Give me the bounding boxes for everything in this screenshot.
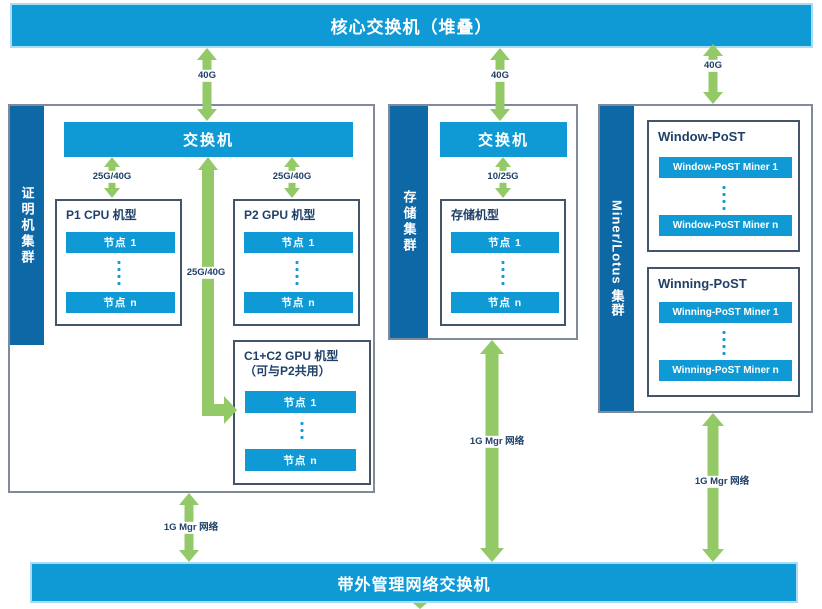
link-core-miner-arrow: [703, 44, 723, 104]
c1c2-node-last: 节点 n: [245, 449, 356, 471]
window-post-miner-last: Window-PoST Miner n: [659, 215, 792, 236]
winning-post-miner-last: Winning-PoST Miner n: [659, 360, 792, 381]
ellipsis-dots: [501, 261, 505, 285]
p1-node-last: 节点 n: [66, 292, 175, 313]
c1c2-node-first: 节点 1: [245, 391, 356, 413]
storage-node-last: 节点 n: [451, 292, 559, 313]
ellipsis-dots: [722, 186, 725, 210]
ellipsis-dots: [722, 331, 725, 355]
cluster-proving-label: 证明机集群: [19, 185, 35, 266]
p1-cpu-box: P1 CPU 机型 节点 1 节点 n: [55, 199, 182, 326]
cluster-storage-label: 存储集群: [401, 190, 417, 254]
winning-post-miner-first: Winning-PoST Miner 1: [659, 302, 792, 323]
oob-mgmt-switch-label: 带外管理网络交换机: [337, 576, 491, 594]
core-switch-bar: 核心交换机（堆叠）: [10, 3, 813, 48]
link-label-switch-p2: 25G/40G: [270, 170, 314, 184]
storage-node-first: 节点 1: [451, 232, 559, 253]
cluster-miner-sidebar: Miner/Lotus 集群: [600, 106, 634, 411]
storage-machine-title: 存储机型: [451, 208, 500, 222]
window-post-box: Window-PoST Window-PoST Miner 1 Window-P…: [647, 120, 800, 252]
p1-cpu-title: P1 CPU 机型: [66, 208, 137, 222]
ellipsis-dots: [300, 422, 304, 439]
ellipsis-dots: [295, 261, 298, 285]
c1c2-gpu-title: C1+C2 GPU 机型 （可与P2共用）: [244, 349, 339, 378]
proving-switch-label: 交换机: [182, 132, 234, 149]
p2-node-first: 节点 1: [244, 232, 353, 253]
cluster-proving: 证明机集群 交换机 P1 CPU 机型 节点 1 节点 n P2 GPU 机型 …: [8, 104, 375, 493]
winning-post-box: Winning-PoST Winning-PoST Miner 1 Winnin…: [647, 267, 800, 397]
link-label-core-proving: 40G: [196, 69, 218, 83]
storage-switch-label: 交换机: [477, 132, 529, 149]
cluster-miner-lotus: Miner/Lotus 集群 Window-PoST Window-PoST M…: [598, 104, 813, 413]
p2-node-last: 节点 n: [244, 292, 353, 313]
winning-post-title: Winning-PoST: [658, 276, 747, 291]
cluster-storage-sidebar: 存储集群: [390, 106, 428, 338]
p2-gpu-title: P2 GPU 机型: [244, 208, 316, 222]
storage-machine-box: 存储机型 节点 1 节点 n: [440, 199, 566, 326]
storage-switch-bar: 交换机: [440, 122, 567, 157]
clipped-arrow-stub: [413, 603, 427, 609]
link-label-core-storage: 40G: [489, 69, 511, 83]
link-label-mgr-miner: 1G Mgr 网络: [692, 475, 752, 489]
core-switch-label: 核心交换机（堆叠）: [330, 18, 493, 37]
oob-mgmt-switch-bar: 带外管理网络交换机: [30, 562, 798, 603]
ellipsis-dots: [117, 261, 120, 285]
p2-gpu-box: P2 GPU 机型 节点 1 节点 n: [233, 199, 360, 326]
link-label-mgr-proving: 1G Mgr 网络: [161, 521, 221, 535]
cluster-proving-sidebar: 证明机集群: [10, 106, 44, 345]
link-label-core-miner: 40G: [702, 59, 724, 73]
link-label-switch-p1: 25G/40G: [90, 170, 134, 184]
p1-node-first: 节点 1: [66, 232, 175, 253]
cluster-miner-label: Miner/Lotus 集群: [609, 199, 625, 318]
window-post-title: Window-PoST: [658, 129, 746, 144]
c1c2-gpu-box: C1+C2 GPU 机型 （可与P2共用） 节点 1 节点 n: [233, 340, 371, 485]
proving-switch-bar: 交换机: [64, 122, 353, 157]
link-label-switch-storage: 10/25G: [485, 170, 521, 184]
window-post-miner-first: Window-PoST Miner 1: [659, 157, 792, 178]
link-label-switch-c1c2: 25G/40G: [184, 266, 228, 280]
cluster-storage: 存储集群 交换机 存储机型 节点 1 节点 n: [388, 104, 578, 340]
link-label-mgr-storage: 1G Mgr 网络: [467, 435, 527, 449]
link-mgr-storage-arrow: [480, 340, 504, 562]
